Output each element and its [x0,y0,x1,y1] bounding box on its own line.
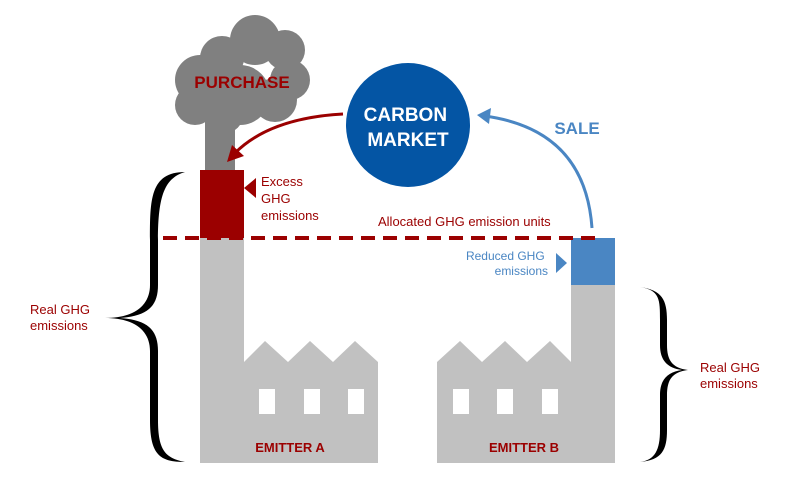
real-right-line: emissions [700,376,758,391]
market-line: MARKET [367,130,449,151]
real-left-line: emissions [30,318,88,333]
sale-label: SALE [554,119,599,138]
excess-line: GHG [261,191,291,206]
carbon-market-circle [346,63,470,187]
reduced-line: Reduced GHG [466,249,545,263]
purchase-arrowhead-icon [227,145,244,162]
excess-pointer [244,178,256,198]
emitter-a-factory [200,170,378,463]
excess-emissions-block [200,170,244,238]
left-brace [105,172,185,462]
sale-arrowhead-icon [477,108,491,124]
reduced-label: Reduced GHG emissions [466,249,548,278]
real-left-line: Real GHG [30,302,90,317]
excess-line: Excess [261,174,303,189]
carbon-market-label: CARBON MARKET [364,105,453,151]
right-brace [640,287,688,462]
smoke-cloud [175,15,310,172]
real-emissions-left-label: Real GHG emissions [30,302,94,333]
excess-line: emissions [261,208,319,223]
excess-label: Excess GHG emissions [261,174,319,223]
real-right-line: Real GHG [700,360,760,375]
sale-arrow [484,114,594,229]
emitter-b-factory [437,238,615,463]
allocated-label: Allocated GHG emission units [378,214,551,229]
reduced-pointer [556,253,567,273]
purchase-label: PURCHASE [194,73,289,92]
emitter-b-label: EMITTER B [489,440,559,455]
real-emissions-right-label: Real GHG emissions [700,360,764,391]
market-line: CARBON [364,105,447,126]
emitter-a-label: EMITTER A [255,440,325,455]
reduced-emissions-block [571,238,615,285]
purchase-arrow [233,112,344,155]
reduced-line: emissions [495,264,548,278]
